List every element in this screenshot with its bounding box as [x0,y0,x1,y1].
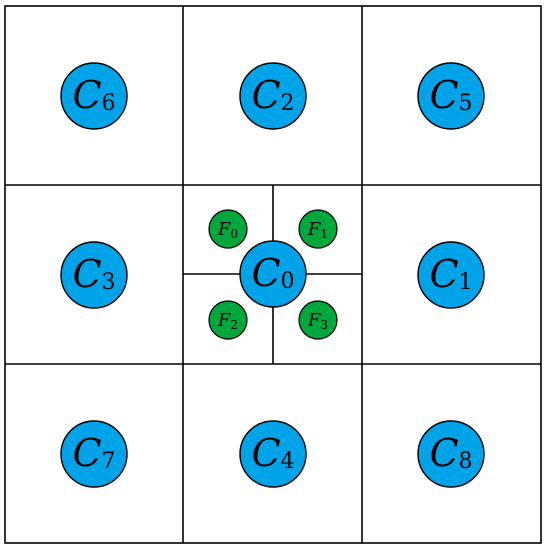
coarse-label: C2 [251,73,294,117]
coarse-letter: C [72,73,101,117]
coarse-circle [60,62,128,130]
coarse-cell-c3: C3 [60,241,128,309]
fine-letter: F [307,310,322,331]
fine-label: F1 [307,219,328,241]
coarse-label: C5 [429,73,472,117]
coarse-cell-c4: C4 [239,420,307,488]
coarse-letter: C [72,431,101,475]
coarse-subscript: 4 [281,449,295,474]
coarse-circle [239,62,307,130]
coarse-circle [60,420,128,488]
fine-letter: F [307,219,322,240]
coarse-letter: C [72,252,101,296]
coarse-subscript: 1 [459,270,473,295]
coarse-cell-c5: C5 [417,62,485,130]
coarse-circle [417,241,485,309]
fine-circle [208,300,248,340]
coarse-letter: C [429,431,458,475]
fine-label: F0 [217,219,238,241]
coarse-subscript: 5 [459,91,473,116]
coarse-subscript: 3 [102,270,116,295]
coarse-cell-c6: C6 [60,62,128,130]
fine-letter: F [217,310,232,331]
coarse-cell-c0: C0 [239,240,307,308]
coarse-cell-c7: C7 [60,420,128,488]
coarse-cell-c2: C2 [239,62,307,130]
coarse-subscript: 6 [102,91,116,116]
coarse-subscript: 0 [281,269,295,294]
coarse-subscript: 2 [281,91,295,116]
coarse-subscript: 8 [459,449,473,474]
coarse-circle [239,420,307,488]
coarse-circle [239,240,307,308]
coarse-cell-c1: C1 [417,241,485,309]
fine-cell-f0: F0 [208,209,248,249]
coarse-label: C6 [72,73,115,117]
fine-cell-f2: F2 [208,300,248,340]
coarse-circle [417,62,485,130]
fine-cell-f1: F1 [298,209,338,249]
coarse-letter: C [429,252,458,296]
fine-subscript: 1 [320,227,328,241]
coarse-label: C3 [72,252,115,296]
fine-circle [298,209,338,249]
coarse-letter: C [251,251,280,295]
coarse-label: C0 [251,251,294,295]
fine-circle [298,300,338,340]
coarse-label: C7 [72,431,115,475]
coarse-circle [60,241,128,309]
fine-letter: F [217,219,232,240]
fine-label: F2 [217,310,238,332]
coarse-letter: C [251,431,280,475]
coarse-label: C8 [429,431,472,475]
coarse-label: C4 [251,431,294,475]
coarse-circle [417,420,485,488]
fine-subscript: 3 [320,318,328,332]
outer-border [4,5,542,544]
fine-subscript: 0 [230,227,238,241]
fine-subscript: 2 [230,318,238,332]
coarse-cell-c8: C8 [417,420,485,488]
fine-cell-f3: F3 [298,300,338,340]
coarse-label: C1 [429,252,472,296]
coarse-subscript: 7 [102,449,116,474]
fine-label: F3 [307,310,328,332]
fine-circle [208,209,248,249]
coarse-letter: C [429,73,458,117]
coarse-letter: C [251,73,280,117]
